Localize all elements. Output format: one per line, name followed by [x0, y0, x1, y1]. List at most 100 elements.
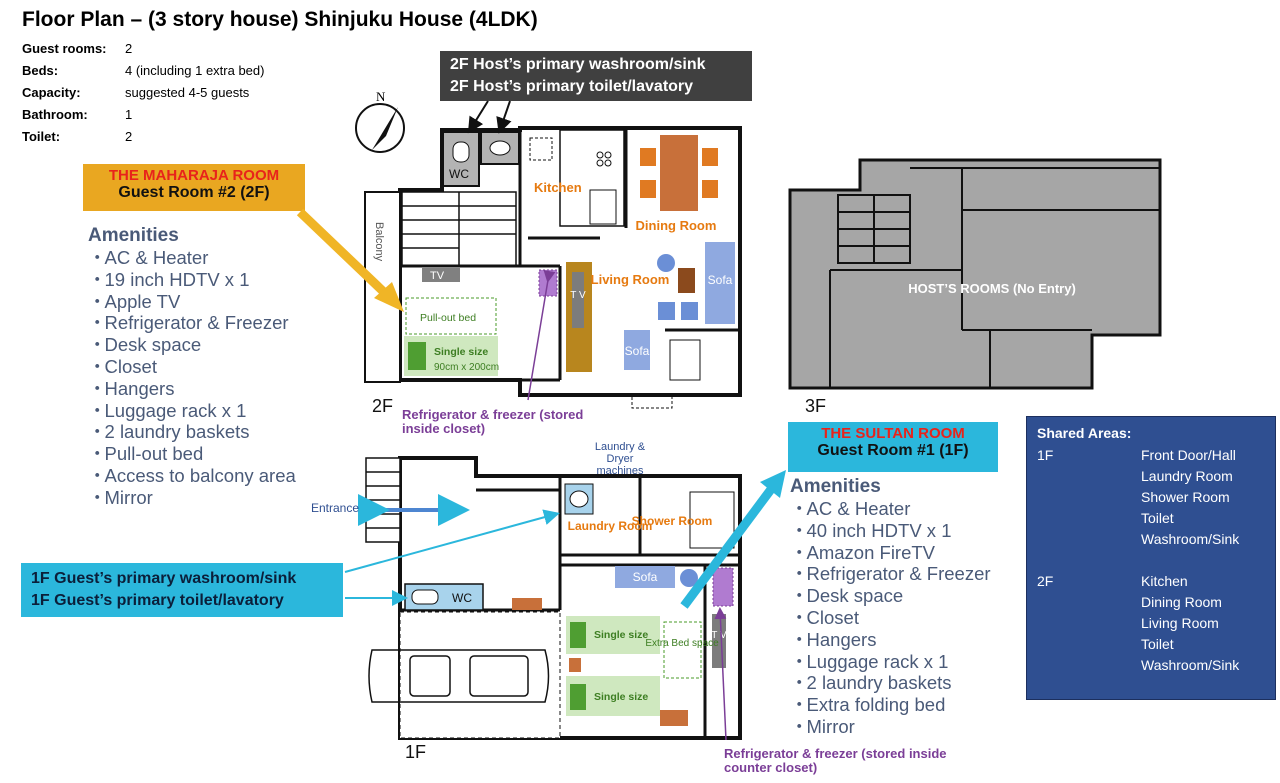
guest-washroom-callout: 1F Guest’s primary washroom/sink 1F Gues… — [21, 563, 343, 617]
interior-walls-3f — [829, 167, 1160, 388]
toilet-icon — [452, 141, 470, 163]
balcony-label: Balcony — [373, 222, 385, 262]
fact-label: Guest rooms: — [22, 41, 107, 56]
sink-icon — [489, 140, 511, 156]
coffee-table — [678, 268, 695, 293]
shared-area: Toilet — [1141, 636, 1174, 652]
sultan-amenities: Amenities AC & Heater 40 inch HDTV x 1 A… — [790, 476, 1020, 738]
host-toilet-line: 2F Host’s primary toilet/lavatory — [450, 78, 694, 95]
dining-label: Dining Room — [636, 218, 717, 233]
tv-small — [422, 268, 460, 282]
shared-area-list: Front Door/Hall Laundry Room Shower Room… — [1141, 445, 1239, 550]
laundry-machines-label: Laundry & Dryer machines — [594, 441, 646, 477]
amenities-list: AC & Heater 40 inch HDTV x 1 Amazon Fire… — [790, 498, 1020, 738]
maharaja-room-label: THE MAHARAJA ROOM Guest Room #2 (2F) — [83, 164, 305, 211]
compass: N — [355, 89, 405, 153]
amenity-item: Luggage rack x 1 — [88, 400, 328, 422]
fact-label: Beds: — [22, 63, 59, 78]
shared-area: Kitchen — [1141, 573, 1188, 589]
fact-row: Bathroom:1 — [22, 104, 264, 126]
amenity-item: Amazon FireTV — [790, 542, 1020, 564]
shared-area: Shower Room — [1141, 489, 1230, 505]
laundry-room-label: Laundry Room — [568, 519, 653, 533]
amenity-item: AC & Heater — [88, 247, 328, 269]
amenity-item: 2 laundry baskets — [88, 421, 328, 443]
amenity-item: Access to balcony area — [88, 465, 328, 487]
extra-bed-label: Extra Bed space — [645, 638, 719, 649]
single-bed-label: Single size — [594, 691, 648, 703]
amenity-item: Apple TV — [88, 291, 328, 313]
shared-area: Front Door/Hall — [1141, 447, 1236, 463]
extra-bed-space — [663, 621, 702, 679]
sultan-pointer-arrow — [680, 470, 786, 609]
kitchen-label: Kitchen — [534, 180, 582, 195]
pullout-bed — [405, 297, 497, 335]
amenity-item: Desk space — [88, 334, 328, 356]
wc-label: WC — [449, 167, 469, 181]
car-icon — [368, 649, 550, 703]
shared-areas-heading: Shared Areas: — [1037, 425, 1132, 441]
host-washroom-line: 2F Host’s primary washroom/sink — [450, 56, 706, 73]
amenity-item: Pull-out bed — [88, 443, 328, 465]
kitchen-storage — [529, 137, 553, 161]
shared-area: Washroom/Sink — [1141, 657, 1240, 673]
sofa-label: Sofa — [633, 570, 658, 584]
page-title: Floor Plan – (3 story house) Shinjuku Ho… — [22, 8, 538, 31]
amenities-heading: Amenities — [88, 225, 179, 246]
plan-1f: Laundry Room Shower Room WC Sofa T V Sin… — [344, 456, 742, 762]
fridge-icon — [589, 189, 617, 225]
sofa-right — [705, 242, 735, 324]
maharaja-amenities: Amenities AC & Heater 19 inch HDTV x 1 A… — [88, 225, 328, 509]
entrance-steps — [365, 457, 401, 543]
amenity-item: Closet — [790, 607, 1020, 629]
fridge-note-1f: Refrigerator & freezer (stored inside co… — [724, 746, 947, 775]
toilet-icon — [411, 589, 439, 605]
shared-area: Laundry Room — [1141, 468, 1233, 484]
sofa-label: Sofa — [708, 273, 733, 287]
amenity-item: 40 inch HDTV x 1 — [790, 520, 1020, 542]
tv-label: T V — [711, 630, 727, 641]
shared-areas-panel: Shared Areas: 1F Front Door/Hall Laundry… — [1026, 416, 1276, 700]
single-bed-dim: 90cm x 200cm — [434, 362, 499, 373]
amenity-item: Extra folding bed — [790, 694, 1020, 716]
single-bed-label: Single size — [434, 346, 488, 358]
amenity-item: Closet — [88, 356, 328, 378]
sofa-label: Sofa — [625, 344, 650, 358]
shared-area-list: Kitchen Dining Room Living Room Toilet W… — [1141, 571, 1239, 676]
garage — [399, 611, 561, 739]
amenity-item: Luggage rack x 1 — [790, 651, 1020, 673]
guest-toilet-line: 1F Guest’s primary toilet/lavatory — [31, 592, 284, 609]
property-facts: Guest rooms:2 Beds:4 (including 1 extra … — [22, 38, 264, 148]
fact-label: Toilet: — [22, 129, 61, 144]
shared-area: Toilet — [1141, 510, 1174, 526]
fact-value: 1 — [125, 107, 133, 122]
ottoman-icon — [657, 254, 675, 272]
tv-label: T V — [570, 290, 586, 301]
fact-value: suggested 4-5 guests — [125, 85, 250, 100]
pullout-bed-label: Pull-out bed — [420, 312, 476, 324]
fridge-icon — [712, 567, 734, 607]
shared-floor: 2F — [1037, 573, 1054, 589]
fact-value: 2 — [125, 129, 133, 144]
maharaja-pointer-arrow — [296, 208, 404, 312]
storage-2f — [669, 339, 701, 381]
living-label: Living Room — [591, 272, 670, 287]
ottoman-icon — [680, 569, 698, 587]
amenity-item: Refrigerator & Freezer — [790, 563, 1020, 585]
fridge-note-2f: Refrigerator & freezer (stored inside cl… — [402, 407, 584, 436]
wc-label: WC — [452, 591, 472, 605]
fact-value: 2 — [125, 41, 133, 56]
guest-washroom-line: 1F Guest’s primary washroom/sink — [31, 570, 297, 587]
maharaja-room-name: THE MAHARAJA ROOM — [108, 167, 280, 184]
shared-area: Living Room — [1141, 615, 1219, 631]
amenity-item: Mirror — [88, 487, 328, 509]
amenity-item: AC & Heater — [790, 498, 1020, 520]
shared-group-2f: 2F Kitchen Dining Room Living Room Toile… — [1037, 571, 1265, 676]
host-washroom-callout: 2F Host’s primary washroom/sink 2F Host’… — [440, 51, 752, 101]
fact-row: Toilet: 2 — [22, 126, 264, 148]
fact-row: Guest rooms: 2 — [22, 38, 264, 60]
amenity-item: Hangers — [790, 629, 1020, 651]
amenities-heading: Amenities — [790, 476, 881, 497]
floor-label-2f: 2F — [372, 396, 393, 416]
